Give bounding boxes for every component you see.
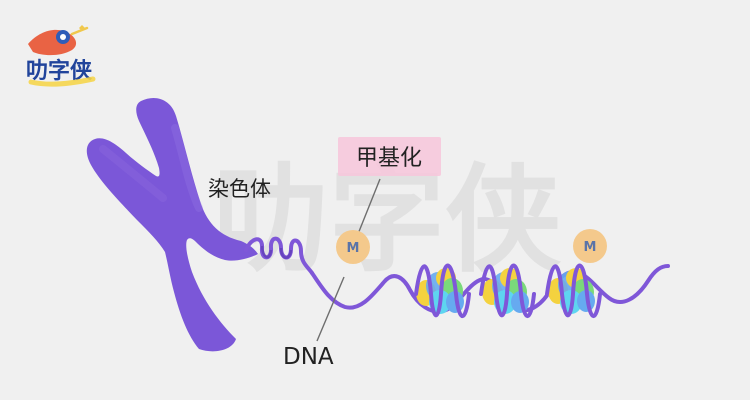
nucleosome-1 bbox=[414, 263, 471, 318]
dna-label: DNA bbox=[283, 344, 334, 370]
nucleosome-3 bbox=[545, 263, 602, 318]
svg-text:M: M bbox=[584, 240, 597, 255]
svg-text:M: M bbox=[347, 241, 360, 256]
methylation-highlight bbox=[338, 137, 441, 176]
methyl-marker-left: M bbox=[336, 230, 370, 264]
chromosome bbox=[86, 97, 258, 352]
methylation-label: 甲基化 bbox=[356, 146, 422, 171]
chromatin-coil bbox=[244, 236, 314, 275]
chromosome-label: 染色体 bbox=[208, 177, 271, 201]
methylation-callout-line bbox=[357, 178, 381, 235]
nucleosome-2 bbox=[479, 263, 536, 318]
logo: 叻字侠 bbox=[26, 25, 96, 87]
dna-callout-line bbox=[316, 276, 345, 342]
methyl-marker-right: M bbox=[573, 229, 607, 263]
